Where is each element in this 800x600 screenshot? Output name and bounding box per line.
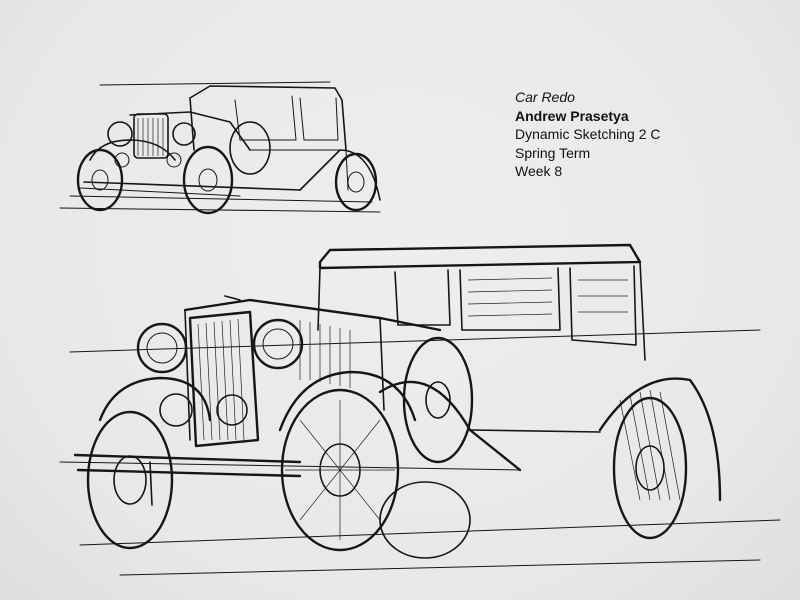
small-car-wheels — [76, 121, 378, 215]
caption-week: Week 8 — [515, 163, 563, 179]
caption-term: Spring Term — [515, 144, 591, 161]
large-car-roof — [317, 243, 646, 361]
sketch-caption: Car Redo Andrew Prasetya Dynamic Sketchi… — [515, 88, 661, 181]
large-car-grille — [188, 295, 260, 448]
large-car-hood — [183, 298, 442, 441]
caption-course: Dynamic Sketching 2 C — [515, 126, 661, 142]
caption-author: Andrew Prasetya — [515, 107, 629, 124]
small-car-grille — [133, 113, 169, 159]
small-car-lamps — [107, 121, 196, 168]
caption-title: Car Redo — [515, 89, 575, 105]
large-car-wheels — [86, 336, 688, 559]
large-car-headlamps — [136, 318, 304, 427]
large-car-construction-lines — [59, 329, 781, 576]
